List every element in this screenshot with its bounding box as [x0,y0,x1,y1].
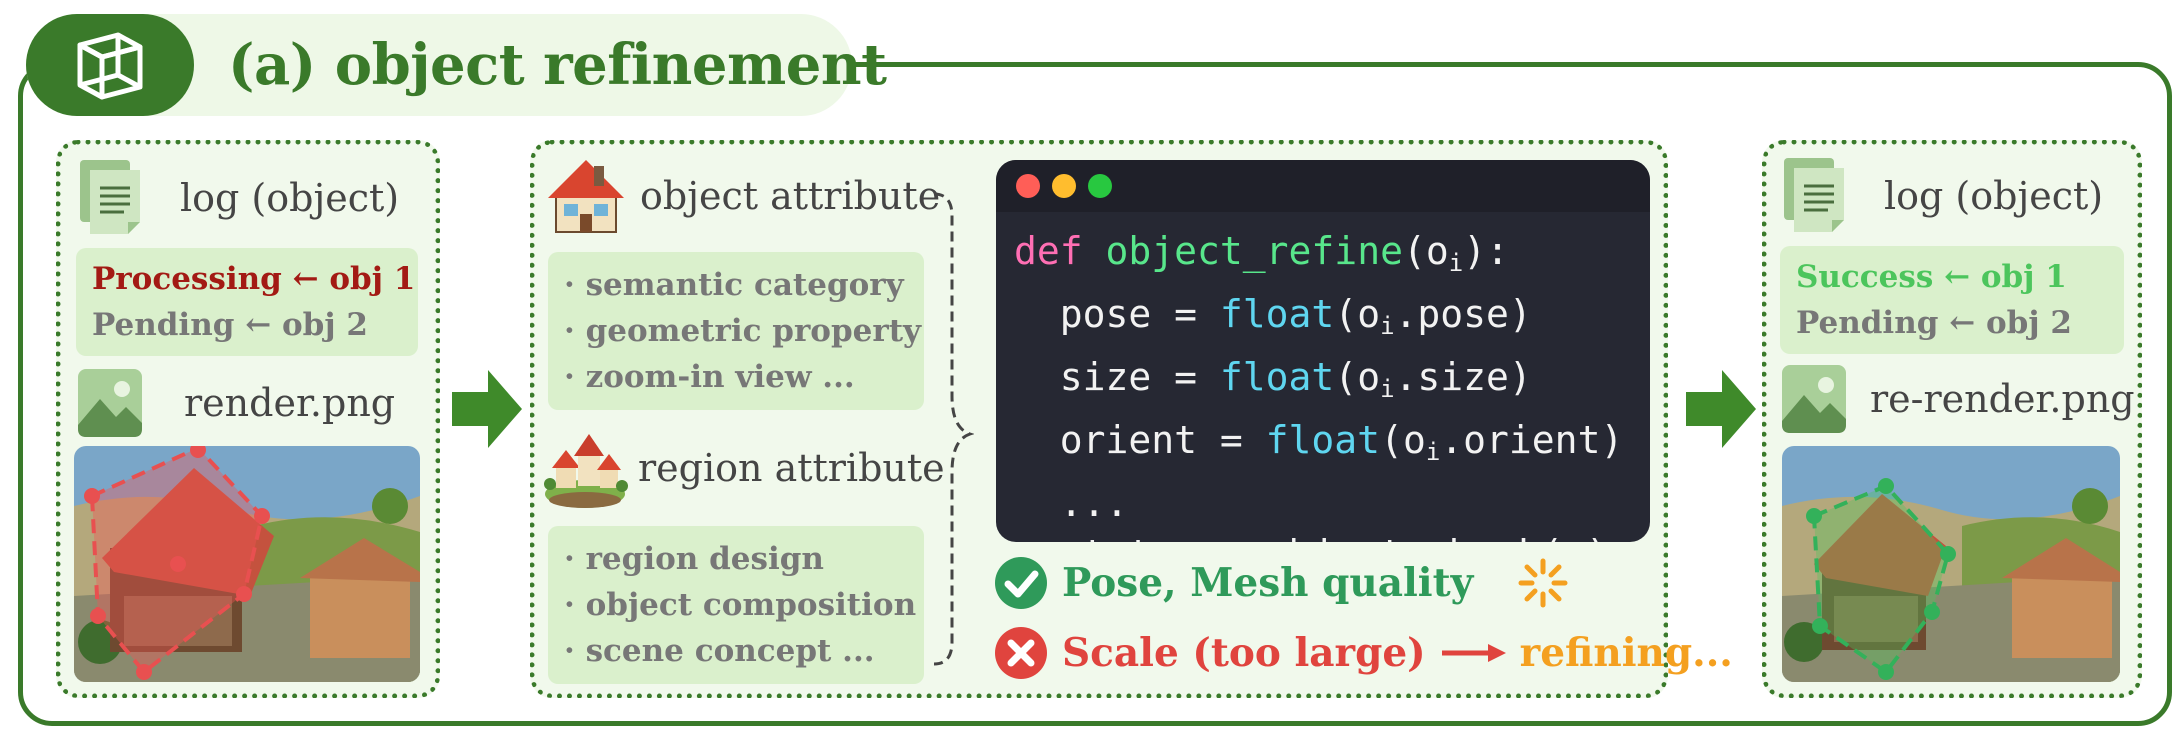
code-titlebar [996,160,1650,212]
re-render-label: re-render.png [1870,377,2135,421]
status-box-left: Processing ← obj 1 Pending ← obj 2 [76,248,418,356]
image-header-left: render.png [78,366,395,440]
document-icon [1784,158,1844,232]
code-body: def object_refine(oi): pose = float(oi.p… [996,212,1650,542]
status-pending: Pending ← obj 2 [92,307,368,343]
close-dot-icon [1016,174,1040,198]
region-attribute-header: region attribute [542,426,945,510]
status-success: Success ← obj 1 [1796,259,2067,295]
curly-brace [933,192,974,666]
code-window: def object_refine(oi): pose = float(oi.p… [996,160,1650,542]
fail-check-row: Scale (too large) refining... [994,624,1733,682]
region-attribute-list: · region design · object composition · s… [548,526,924,684]
arrow-right-icon [452,370,522,448]
status-processing: Processing ← obj 1 [92,261,416,297]
document-icon [80,160,140,234]
list-item: · region design [564,541,824,577]
house-icon [548,160,624,233]
list-item: · object composition [564,587,917,623]
arrow-right-icon [1686,370,1756,448]
loading-spinner-icon [1518,558,1568,608]
code-line-5: ... [1014,481,1129,525]
pass-check-row: Pose, Mesh quality [994,554,1473,612]
re-render-image [1782,446,2120,682]
list-item: · scene concept ... [564,633,875,669]
list-item: · geometric property [564,313,922,349]
cube-icon [77,32,143,100]
object-attribute-header: object attribute [544,154,940,238]
log-header-left: log (object) [80,158,399,238]
image-icon [1782,365,1846,433]
list-item: · zoom-in view ... [564,359,855,395]
minimize-dot-icon [1052,174,1076,198]
list-item: · semantic category [564,267,904,303]
arrow-right-icon [1441,644,1506,662]
pass-text: Pose, Mesh quality [1062,560,1474,606]
log-header-right: log (object) [1784,156,2103,236]
status-pending: Pending ← obj 2 [1796,305,2072,341]
log-label: log (object) [1884,174,2104,218]
code-line-1: def object_refine(oi): [1014,229,1509,277]
title-icon-pill [26,14,194,116]
status-box-right: Success ← obj 1 Pending ← obj 2 [1780,246,2124,354]
code-line-2: pose = float(oi.pose) [1014,292,1532,340]
image-header-right: re-render.png [1782,362,2135,436]
object-attribute-heading: object attribute [640,174,941,218]
refining-text: refining... [1519,630,1733,676]
log-label: log (object) [180,176,400,220]
render-image [74,446,420,682]
code-line-4: orient = float(oi.orient) [1014,418,1624,466]
code-line-6: status = object_check(…) [1014,529,1650,542]
image-icon [78,369,142,437]
village-icon [544,434,628,508]
render-label: render.png [184,381,396,425]
fail-text: Scale (too large) [1062,630,1426,676]
x-circle-icon [995,627,1047,679]
check-circle-icon [995,557,1047,609]
page-title: (a) object refinement [228,32,887,98]
region-attribute-heading: region attribute [638,446,945,490]
maximize-dot-icon [1088,174,1112,198]
code-line-3: size = float(oi.size) [1014,355,1532,403]
object-attribute-list: · semantic category · geometric property… [548,252,924,410]
